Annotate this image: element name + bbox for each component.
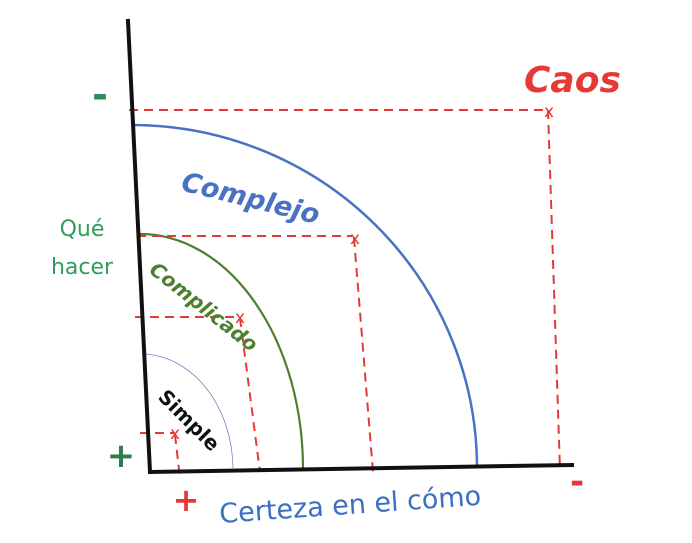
caos-vertical-guide [547, 109, 561, 471]
x-right-minus-sign: - [570, 462, 584, 502]
y-top-minus-sign: - [92, 73, 108, 117]
complicado-label: Complicado [145, 257, 263, 357]
caos-label: Caos [524, 60, 621, 101]
complicado-vertical-guide [239, 317, 261, 473]
complejo-marker: x [350, 229, 360, 249]
y-bottom-plus-sign: + [107, 436, 136, 476]
caos-marker: x [544, 102, 554, 122]
x-left-plus-sign: + [173, 481, 200, 519]
y-axis-label-line1: Qué [60, 217, 105, 242]
simple-arc [141, 353, 234, 469]
complicado-marker: x [235, 308, 245, 328]
complejo-label: Complejo [178, 167, 323, 231]
simple-marker: x [170, 424, 180, 444]
complejo-vertical-guide [353, 237, 374, 473]
x-axis-label: Certeza en el cómo [218, 481, 482, 530]
simple-label: Simple [153, 385, 224, 456]
y-axis-label-line2: hacer [51, 255, 114, 280]
complejo-arc [131, 123, 479, 469]
y-axis [125, 18, 153, 475]
x-axis [147, 462, 575, 475]
complicado-arc [139, 232, 305, 470]
